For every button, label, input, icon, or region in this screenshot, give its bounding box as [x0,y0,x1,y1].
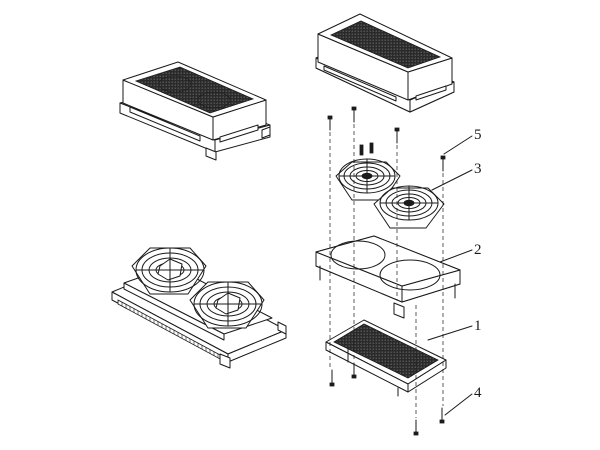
top-screw-d [440,155,446,172]
assembled-fan-left [131,247,207,295]
mesh-filter-panel [325,319,447,397]
bottom-screws [329,362,445,436]
callout-leaders [427,135,473,416]
bottom-screw-a [329,369,335,387]
bottom-screw-b [351,362,357,379]
assembled-base-with-fans [111,247,287,369]
top-screw-a [327,115,333,131]
assembled-enclosure [119,61,271,161]
callout-4: 4 [474,385,482,401]
top-screws [327,106,446,172]
callout-3: 3 [474,161,482,177]
bottom-screw-c [413,419,419,436]
leader-2 [439,249,473,263]
exploded-fan-left [335,142,401,201]
exploded-fan-right [373,185,445,229]
assembly-guide-lines [329,124,444,418]
leader-4 [444,393,473,416]
bottom-screw-d [439,407,445,424]
cover-exploded [315,13,455,113]
top-screw-c [394,127,400,144]
leader-5 [443,135,473,155]
leader-1 [427,325,473,341]
callout-5: 5 [474,127,482,143]
assembled-fan-right [189,281,265,329]
callout-2: 2 [474,242,482,258]
leader-3 [431,169,473,191]
top-screw-b [351,106,357,123]
fan-mounting-plate [315,235,461,319]
callout-1: 1 [474,318,482,334]
